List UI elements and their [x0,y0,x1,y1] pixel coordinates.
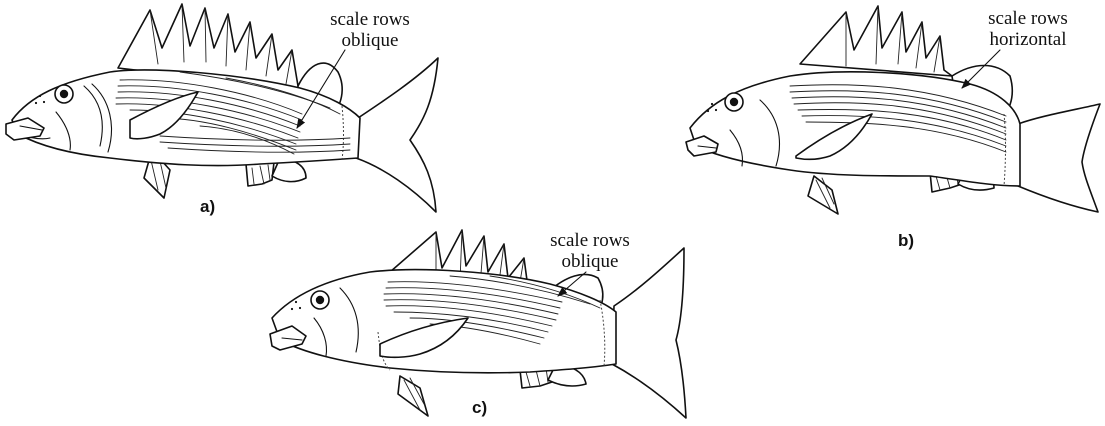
annotation-line-1: scale rows [988,8,1068,29]
annotation-line-2: oblique [562,251,619,272]
panel-label: a) [200,197,215,216]
annotation-line-1: scale rows [330,9,410,30]
annotation-line-2: oblique [342,30,399,51]
panel-label: b) [898,231,914,250]
annotation-line-2: horizontal [989,29,1066,50]
panel-a: scale rows oblique a) [6,4,438,216]
annotation-line-1: scale rows [550,230,630,251]
panel-b: scale rows horizontal b) [686,6,1100,250]
panel-c: scale rows oblique c) [270,230,686,418]
fish-c [270,230,686,418]
panel-label: c) [472,398,487,417]
